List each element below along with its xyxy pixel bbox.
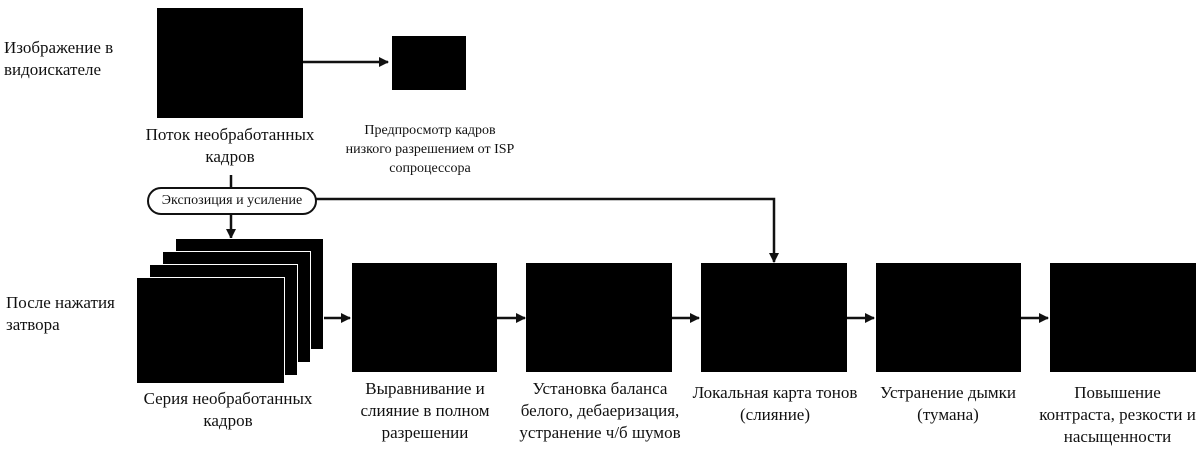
- row-label-viewfinder: Изображение в видоискателе: [4, 38, 114, 79]
- step-image-merge: .m .bg{fill:#505050}.m .win{fill:#a5a5a5…: [352, 263, 497, 372]
- preview-image: .p1 .bg{fill:#2a2230}.p1 .win{fill:#f2f0…: [392, 36, 466, 90]
- exposure-gain-node: Экспозиция и усиление: [147, 187, 317, 215]
- step-caption-tonemap: Локальная карта тонов (слияние): [692, 383, 858, 424]
- preview-caption: Предпросмотр кадров низкого разрешением …: [345, 123, 515, 176]
- raw-stream-caption: Поток необработанных кадров: [145, 125, 315, 166]
- row-label-after-shutter: После нажатия затвора: [6, 293, 115, 334]
- burst-frame: [136, 277, 285, 384]
- step-caption-dehaze: Устранение дымки (тумана): [879, 383, 1017, 424]
- step-caption-white-balance: Установка баланса белого, дебаеризация, …: [519, 379, 681, 442]
- arrow-exposure-to-tonemap: [313, 197, 779, 263]
- step-caption-burst: Серия необработанных кадров: [143, 389, 313, 430]
- raw-stream-image: .g1 .bg{fill:#4a4a4a}.g1 .win{fill:#9a9a…: [157, 8, 303, 118]
- step-caption-merge: Выравнивание и слияние в полном разрешен…: [360, 379, 490, 442]
- step-image-tonemap: .t .bg{fill:#4a3e3d}.t .win{fill:#c9c7a2…: [701, 263, 847, 372]
- step-caption-contrast: Повышение контраста, резкости и насыщенн…: [1039, 383, 1196, 446]
- step-image-dehaze: .d .bg{fill:#3a2f30}.d .win{fill:#b9b794…: [876, 263, 1021, 372]
- step-image-white-balance: .w .bg{fill:#251f22}.w .win{fill:#6d6a52…: [526, 263, 672, 372]
- step-image-contrast: .v .bg{fill:#2a1e26}.v .win{fill:#dcdab6…: [1050, 263, 1196, 372]
